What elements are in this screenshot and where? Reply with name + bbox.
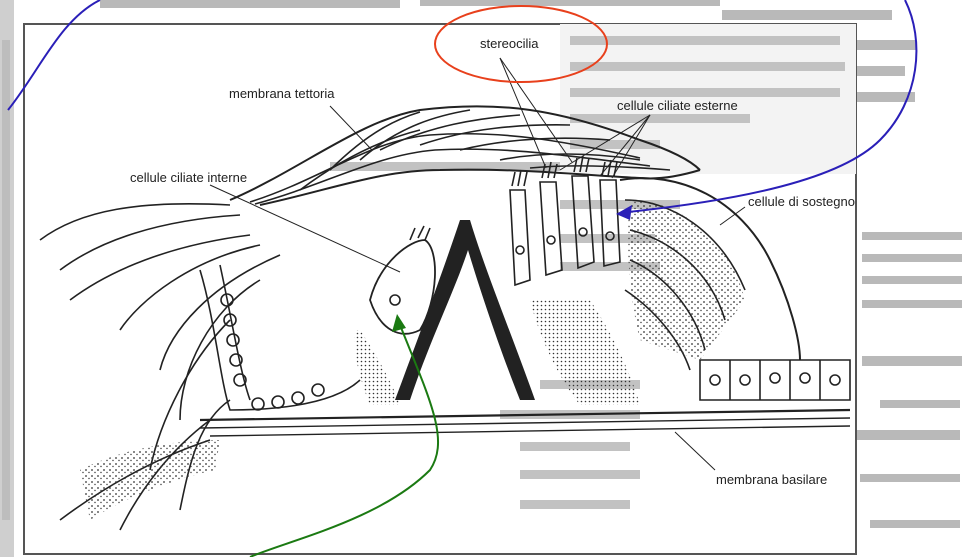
green-arrowhead-icon — [392, 314, 406, 332]
inner-sulcus-cells — [200, 265, 360, 410]
blue-pointer-left-arc — [8, 0, 100, 110]
basilar-membrane — [200, 410, 850, 436]
label-cellule-ciliate-esterne: cellule ciliate esterne — [617, 98, 738, 113]
label-membrana-tettoria: membrana tettoria — [229, 86, 335, 101]
spiral-lamina-stipple — [80, 440, 220, 520]
label-cellule-di-sostegno: cellule di sostegno — [748, 194, 855, 209]
pillar-cells — [395, 220, 535, 400]
deiters-cells-stipple — [530, 300, 640, 405]
tectorial-membrane — [230, 106, 700, 205]
label-cellule-ciliate-interne: cellule ciliate interne — [130, 170, 247, 185]
label-stereocilia: stereocilia — [480, 36, 539, 51]
inner-phalangeal-stipple — [354, 330, 400, 405]
green-pointer-arc — [250, 325, 438, 557]
label-membrana-basilare: membrana basilare — [716, 472, 827, 487]
supporting-cells-stipple — [628, 200, 745, 360]
inner-hair-cell — [370, 226, 435, 334]
